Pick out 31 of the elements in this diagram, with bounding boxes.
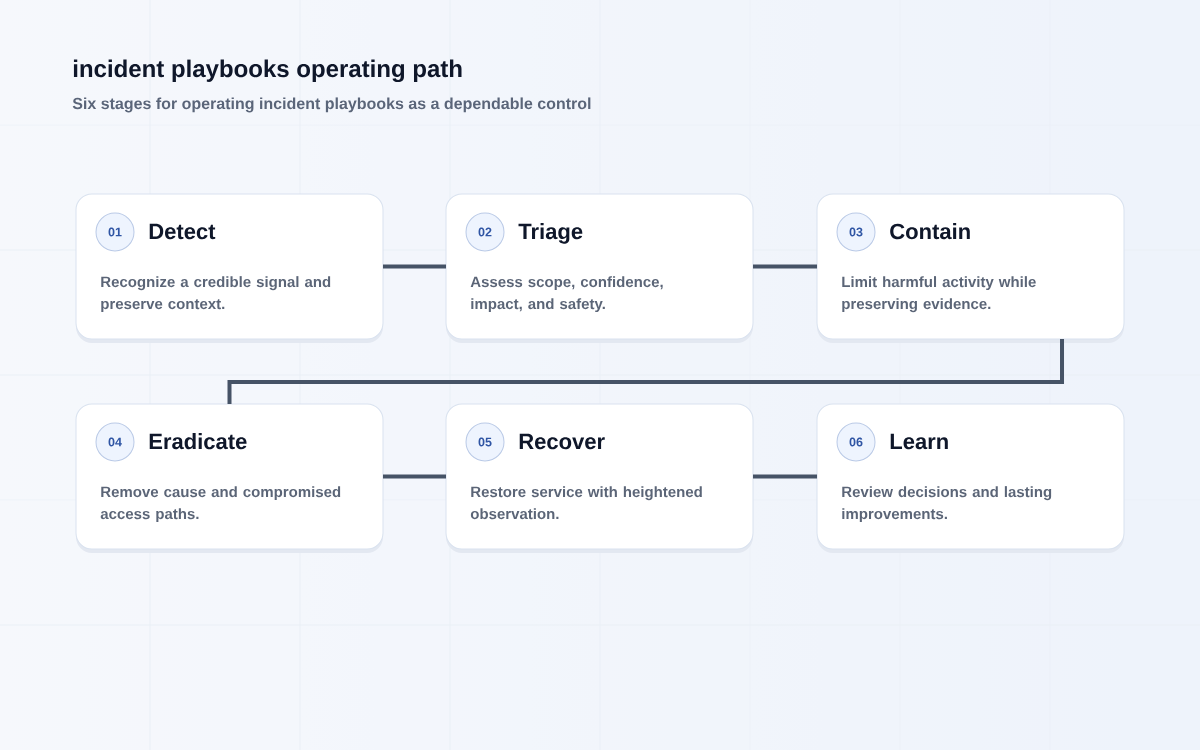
stage-description: Recognize a credible signal and preserve context. bbox=[101, 276, 331, 313]
stage-description: Review decisions and lasting improvements. bbox=[842, 486, 1052, 523]
stage-title: Contain bbox=[890, 223, 970, 240]
stage-title: Detect bbox=[149, 223, 216, 240]
subtitle: Six stages for operating incident playbooks as a dependable control bbox=[72, 97, 591, 113]
step-number-badge: 05 bbox=[465, 422, 505, 462]
stage-card bbox=[75, 193, 384, 343]
stage-card bbox=[75, 403, 384, 553]
diagram-title: incident playbooks operating path bbox=[73, 59, 462, 83]
step-number-badge: 06 bbox=[836, 422, 876, 462]
stage-title: Eradicate bbox=[149, 433, 247, 450]
stage-description: Limit harmful activity while preserving evidence. bbox=[842, 276, 1036, 313]
step-number-badge: 02 bbox=[465, 212, 505, 252]
stage-description: Restore service with heightened observation. bbox=[470, 486, 702, 520]
connector-line bbox=[383, 264, 446, 269]
stage-card bbox=[816, 193, 1125, 343]
stage-title: Recover bbox=[519, 433, 605, 450]
connector-line bbox=[227, 339, 1064, 404]
connector-line bbox=[383, 474, 446, 479]
step-number-badge: 04 bbox=[95, 422, 135, 462]
stage-card bbox=[816, 403, 1125, 553]
stage-title: Learn bbox=[890, 433, 948, 450]
stage-title: Triage bbox=[518, 223, 583, 244]
step-number-badge: 01 bbox=[95, 212, 135, 252]
step-number-badge: 03 bbox=[836, 212, 876, 252]
connector-line bbox=[753, 264, 817, 269]
connector-line bbox=[753, 474, 817, 479]
stage-description: Remove cause and compromised access paths. bbox=[100, 486, 341, 523]
stage-card bbox=[445, 403, 754, 553]
stage-card bbox=[445, 193, 754, 343]
stage-description: Assess scope, confidence, impact, and safety. bbox=[470, 276, 663, 313]
